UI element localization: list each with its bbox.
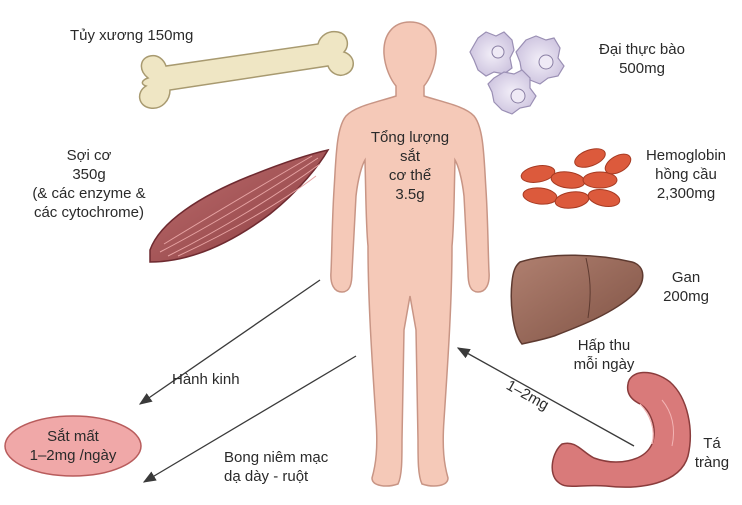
total-body-iron-label: Tổng lượng sắt cơ thể 3.5g — [356, 128, 464, 204]
human-body-silhouette — [331, 22, 489, 486]
mucosa-shedding-label: Bong niêm mạc dạ dày - ruột — [224, 448, 328, 486]
daily-absorption-label: Hấp thu mỗi ngày — [556, 336, 652, 374]
red-blood-cells — [520, 145, 634, 210]
macrophage-label: Đại thực bào 500mg — [590, 40, 694, 78]
hemoglobin-label: Hemoglobin hồng cầu 2,300mg — [636, 146, 736, 203]
duodenum-label: Tá tràng — [692, 434, 732, 472]
iron-loss-label: Sắt mất 1–2mg /ngày — [8, 427, 138, 465]
bone-marrow-label: Tủy xương 150mg — [70, 26, 193, 45]
duodenum-illustration — [552, 372, 690, 487]
liver-illustration — [511, 255, 642, 344]
liver-label: Gan 200mg — [656, 268, 716, 306]
menstruation-label: Hành kinh — [172, 370, 240, 389]
macrophage-cells — [470, 32, 564, 114]
muscle-label: Sợi cơ 350g (& các enzyme & các cytochro… — [14, 146, 164, 222]
muscle-fibre-illustration — [150, 150, 328, 262]
